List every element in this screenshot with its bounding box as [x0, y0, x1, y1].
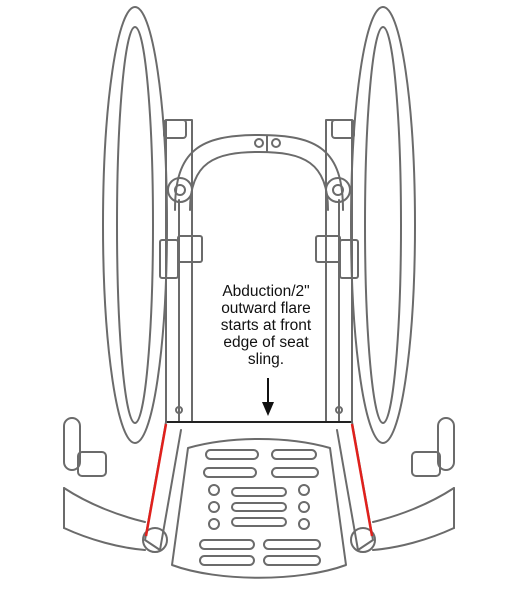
- callout-line: Abduction/2": [222, 283, 310, 300]
- right-wheel: [350, 6, 416, 444]
- front-caster-left: [63, 417, 146, 551]
- callout-line: edge of seat: [223, 334, 309, 351]
- side-frame-left: [159, 119, 203, 423]
- side-frame-right: [315, 119, 359, 423]
- abduction-callout: Abduction/2" outward flare starts at fro…: [196, 283, 336, 368]
- front-caster-right: [372, 417, 455, 551]
- callout-arrow: [262, 378, 274, 416]
- callout-line: outward flare: [221, 300, 311, 317]
- flare-highlight: [144, 423, 374, 537]
- footplate: [171, 438, 347, 579]
- callout-line: starts at front: [220, 317, 312, 334]
- callout-line: sling.: [247, 351, 285, 368]
- left-wheel: [102, 6, 168, 444]
